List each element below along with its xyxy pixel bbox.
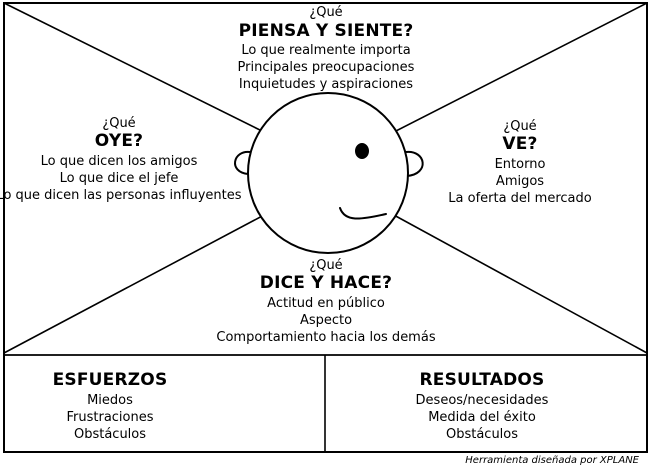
dice-item: Actitud en público [267,296,385,311]
dice-item: Comportamiento hacia los demás [216,330,436,345]
diagonal-bottom-right [391,213,648,354]
resultados-item: Obstáculos [445,427,519,442]
piensa-item: Inquietudes y aspiraciones [238,77,414,92]
diagonal-top-left [3,2,267,134]
oye-item: Lo que dicen los amigos [40,154,198,169]
dice-title: DICE Y HACE? [259,273,393,293]
resultados-item: Deseos/necesidades [415,393,549,408]
oye-item: Lo que dicen las personas influyentes [0,188,242,203]
esfuerzos-item: Frustraciones [66,410,154,425]
resultados-title: RESULTADOS [419,370,545,390]
oye-title: OYE? [94,131,144,151]
diagonal-top-right [391,2,648,134]
ve-question: ¿Qué [503,119,537,134]
mouth-icon [339,207,387,220]
head-circle [247,92,409,254]
dice-item: Aspecto [299,313,353,328]
piensa-item: Lo que realmente importa [241,43,411,58]
right-ear-icon [405,150,424,177]
ve-item: Amigos [495,174,545,189]
esfuerzos-title: ESFUERZOS [52,370,168,390]
dice-question: ¿Qué [309,258,343,273]
ve-title: VE? [502,134,538,154]
eye-icon [355,143,369,159]
diagonal-bottom-left [3,213,267,354]
piensa-question: ¿Qué [309,5,343,20]
oye-item: Lo que dice el jefe [59,171,179,186]
ve-item: Entorno [494,157,546,172]
ve-item: La oferta del mercado [448,191,592,206]
piensa-item: Principales preocupaciones [237,60,415,75]
credit-text: Herramienta diseñada por XPLANE [465,455,639,466]
piensa-title: PIENSA Y SIENTE? [238,21,414,41]
esfuerzos-item: Miedos [87,393,133,408]
head-illustration [234,92,424,254]
oye-question: ¿Qué [102,116,136,131]
left-ear-icon [234,150,251,175]
esfuerzos-item: Obstáculos [73,427,147,442]
resultados-item: Medida del éxito [428,410,536,425]
